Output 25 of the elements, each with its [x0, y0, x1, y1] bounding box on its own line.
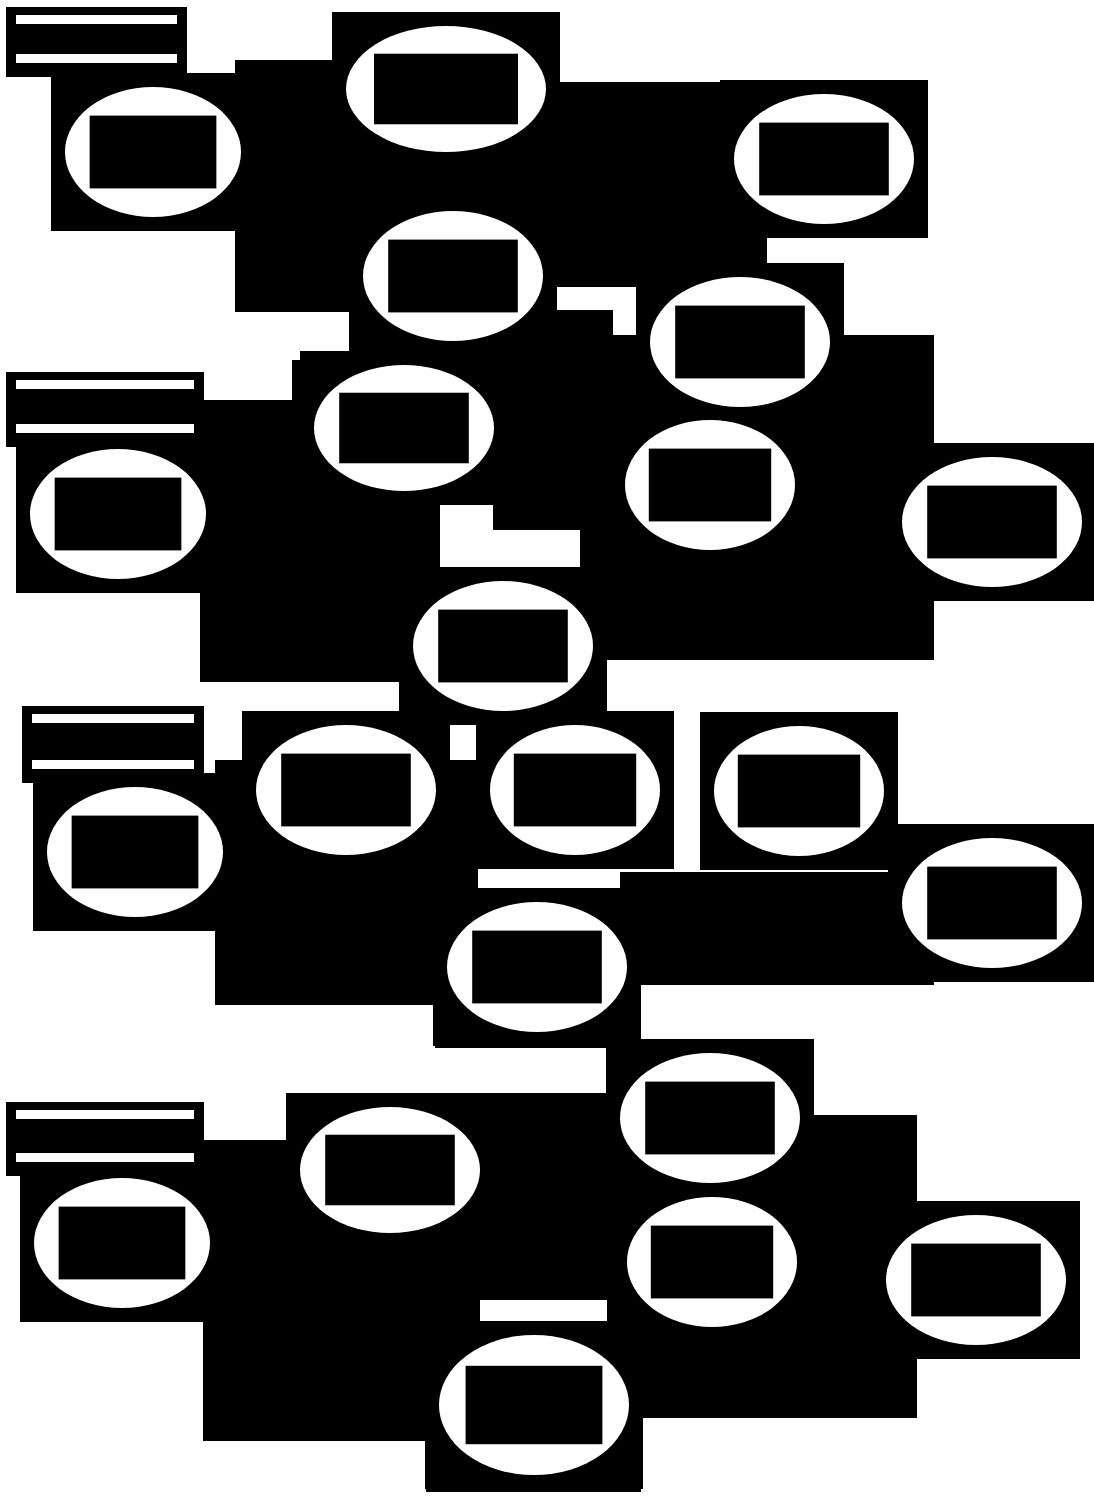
ellipse-node	[363, 211, 543, 341]
ellipse-node	[439, 1335, 629, 1475]
ellipse-node	[627, 1197, 797, 1327]
ellipse-node	[346, 26, 546, 152]
ellipse-node	[47, 787, 223, 917]
ellipse-node	[300, 1107, 480, 1233]
ellipse-node	[620, 1053, 800, 1183]
ellipse-node	[886, 1215, 1066, 1345]
header-box	[6, 7, 187, 77]
ellipse-node	[65, 87, 241, 217]
ellipse-node	[902, 457, 1082, 587]
ellipse-node	[902, 838, 1082, 968]
header-box	[22, 706, 204, 783]
ellipse-node	[714, 726, 884, 856]
ellipse-node	[625, 420, 795, 550]
ellipse-node	[650, 277, 830, 407]
ellipse-node	[256, 725, 436, 855]
ellipse-node	[34, 1178, 210, 1308]
header-box	[6, 1102, 204, 1176]
ellipse-node	[30, 449, 206, 579]
ellipse-node	[447, 902, 627, 1032]
ellipse-node	[413, 581, 593, 711]
ellipse-node	[314, 365, 494, 491]
ellipse-node	[490, 725, 660, 855]
ellipse-node	[734, 94, 914, 224]
